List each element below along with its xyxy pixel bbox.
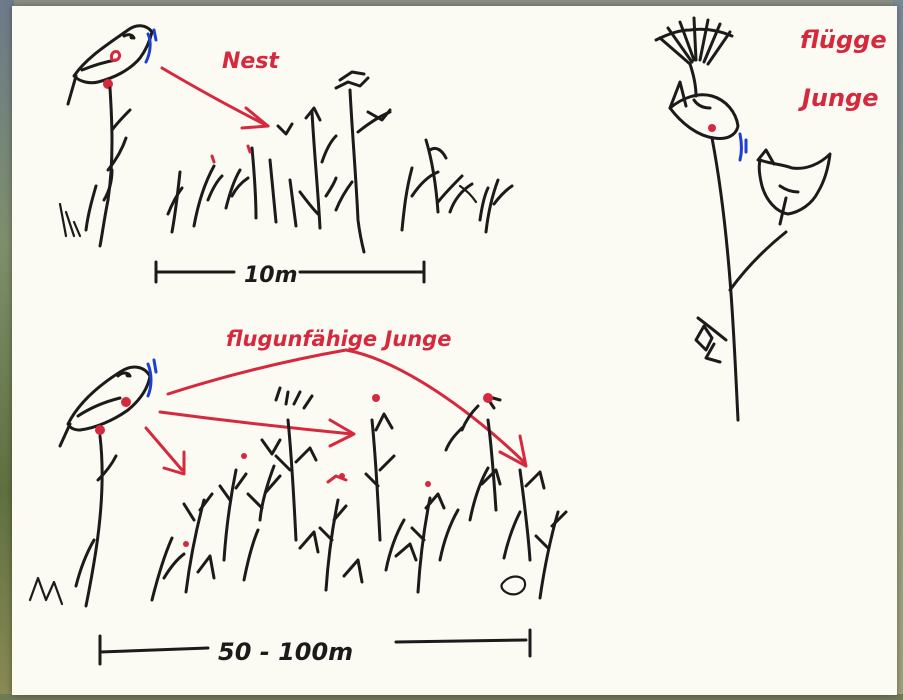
sketch-drawing: Nest 10m flügge Junge: [12, 6, 897, 695]
arrow-to-nest: [162, 68, 268, 128]
bird-adult-bottom: [30, 360, 156, 606]
right-panel: flügge Junge: [656, 18, 887, 420]
label-junge-right: Junge: [798, 84, 879, 112]
fledgling-top: [670, 82, 746, 160]
label-nest: Nest: [222, 49, 280, 74]
scale-bar-small: 10m: [156, 262, 424, 288]
sketch-paper: Nest 10m flügge Junge: [12, 6, 897, 695]
label-flugunfaehige: flugunfähige Junge: [226, 327, 451, 351]
label-scale-large: 50 - 100m: [218, 638, 353, 666]
umbel-flower: [656, 18, 732, 96]
bottom-panel: flugunfähige Junge: [30, 327, 566, 666]
scale-bar-large: 50 - 100m: [100, 630, 530, 666]
top-panel: Nest 10m: [60, 26, 512, 288]
arrows-to-young: [146, 350, 526, 474]
fledgling-second: [758, 150, 830, 224]
bird-adult-top: [60, 26, 156, 246]
label-flugge: flügge: [800, 26, 887, 54]
label-scale-small: 10m: [244, 263, 298, 288]
right-stem: [696, 138, 786, 420]
